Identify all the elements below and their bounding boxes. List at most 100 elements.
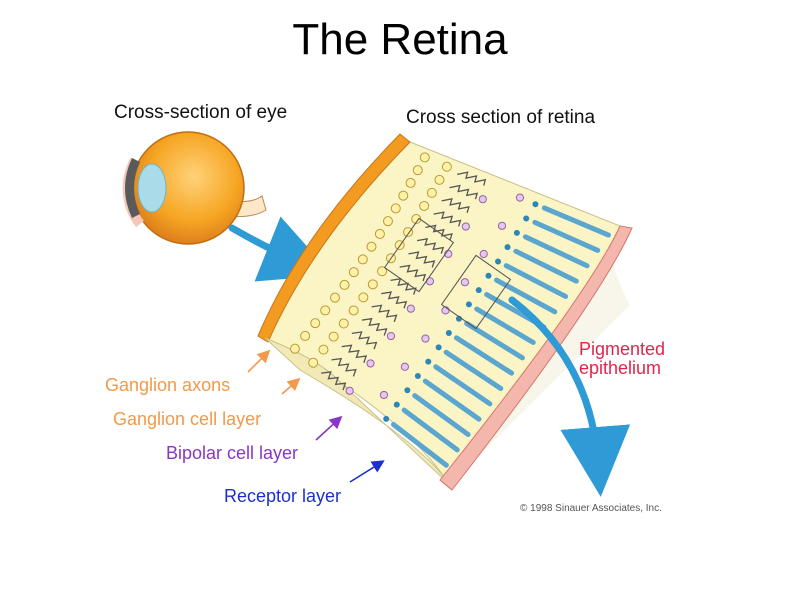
- photoreceptor-rod: [541, 205, 611, 238]
- ganglion-cell: [412, 165, 423, 176]
- ganglion-cell: [403, 227, 414, 238]
- bipolar-cell: [386, 331, 396, 341]
- receptor-nucleus: [532, 201, 539, 208]
- receptor-nucleus: [445, 330, 452, 337]
- bipolar-cell: [421, 334, 430, 343]
- ganglion-cell: [328, 331, 339, 342]
- receptor-nucleus: [425, 358, 432, 365]
- eye-cross-section-label: Cross-section of eye: [114, 102, 288, 123]
- bipolar-cell: [461, 222, 470, 231]
- ganglion-axons-label: Ganglion axons: [105, 375, 231, 395]
- ganglion-cell: [441, 161, 452, 172]
- ganglion-cell: [339, 279, 350, 290]
- photoreceptor-rod: [401, 407, 460, 453]
- bipolar-cell: [406, 304, 415, 313]
- bipolar-cell: [515, 193, 525, 202]
- ganglion-cell: [310, 318, 321, 329]
- photoreceptor-rod: [390, 422, 449, 468]
- receptor-nucleus: [404, 387, 411, 394]
- receptor-layer-label: Receptor layer: [224, 486, 342, 506]
- pigmented-epithelium-label: Pigmented epithelium: [579, 340, 665, 378]
- ganglion-cell: [367, 279, 378, 290]
- receptor-nucleus: [383, 415, 390, 422]
- ganglion-cell: [426, 187, 437, 198]
- photoreceptor-rod: [422, 378, 482, 422]
- neurite: [417, 237, 445, 254]
- ganglion-axons-pointer: [247, 349, 271, 373]
- ganglion-cell-layer-pointer: [281, 377, 301, 395]
- ganglion-cell: [357, 254, 368, 265]
- photoreceptor-rod: [532, 219, 601, 253]
- ganglion-cell: [434, 174, 445, 185]
- ganglion-cell: [329, 292, 340, 303]
- receptor-layer-pointer: [349, 460, 385, 483]
- copyright-label: © 1998 Sinauer Associates, Inc.: [520, 503, 662, 514]
- receptor-nucleus: [414, 372, 421, 379]
- retina-block: [257, 133, 633, 491]
- receptor-nucleus: [523, 215, 530, 222]
- neurite: [408, 251, 436, 268]
- page-title: The Retina: [292, 15, 508, 64]
- ganglion-cell: [338, 318, 349, 329]
- ganglion-cell: [318, 344, 329, 355]
- bipolar-cell: [379, 390, 389, 400]
- bipolar-cell: [400, 362, 409, 371]
- photoreceptor-rod: [433, 364, 493, 407]
- receptor-nucleus: [393, 401, 400, 408]
- ganglion-cell: [308, 357, 319, 368]
- neurite: [441, 198, 470, 214]
- bipolar-cell-layer-label: Bipolar cell layer: [166, 443, 299, 463]
- ganglion-cell: [348, 267, 359, 278]
- neurite: [425, 224, 453, 241]
- ganglion-cell: [405, 177, 416, 188]
- photoreceptor-rod: [513, 248, 579, 284]
- ganglion-cell: [419, 200, 430, 211]
- neurite: [457, 171, 487, 186]
- bipolar-cell: [479, 249, 488, 259]
- ganglion-cell-layer-label: Ganglion cell layer: [113, 409, 262, 429]
- ganglion-cell: [358, 292, 369, 303]
- ganglion-cell: [398, 190, 409, 201]
- photoreceptor-rod: [522, 234, 590, 269]
- photoreceptor-rod: [453, 335, 515, 376]
- neurite: [399, 264, 427, 282]
- ganglion-cell: [374, 228, 385, 239]
- eyeball-icon: [122, 131, 267, 245]
- neurite: [321, 371, 347, 391]
- pigmented-line: Pigmented: [579, 339, 666, 359]
- neurite: [433, 211, 462, 227]
- receptor-nucleus: [465, 301, 472, 308]
- photoreceptor-rod: [412, 393, 471, 438]
- receptor-nucleus: [485, 272, 492, 279]
- ganglion-cell: [390, 203, 401, 214]
- ganglion-cell: [382, 216, 393, 227]
- bipolar-cell: [478, 195, 487, 204]
- receptor-nucleus: [435, 344, 442, 351]
- neurite: [449, 184, 479, 200]
- bipolar-layer-pointer: [315, 415, 343, 441]
- photoreceptor-rod: [443, 349, 504, 392]
- ganglion-cell: [348, 305, 359, 316]
- neurite: [361, 317, 388, 336]
- neurite: [331, 357, 357, 377]
- neurite: [341, 344, 368, 363]
- bipolar-cell: [460, 278, 470, 287]
- photoreceptor-rod: [503, 263, 569, 299]
- ganglion-cell: [377, 266, 388, 277]
- neurite: [371, 304, 398, 323]
- ganglion-cell: [419, 152, 430, 163]
- ganglion-cell: [289, 343, 300, 354]
- ganglion-cell: [366, 241, 377, 252]
- bipolar-cell: [345, 386, 354, 395]
- neurite: [381, 291, 408, 309]
- curved-arrow-icon-2: [508, 296, 631, 497]
- retina-cross-section-label: Cross section of retina: [406, 107, 596, 128]
- neurite: [351, 331, 378, 350]
- ganglion-cell: [300, 330, 311, 341]
- epithelium-line: epithelium: [579, 358, 662, 378]
- receptor-nucleus: [475, 287, 482, 294]
- receptor-nucleus: [513, 229, 520, 236]
- bipolar-cell: [366, 359, 375, 368]
- bipolar-cell: [497, 221, 507, 230]
